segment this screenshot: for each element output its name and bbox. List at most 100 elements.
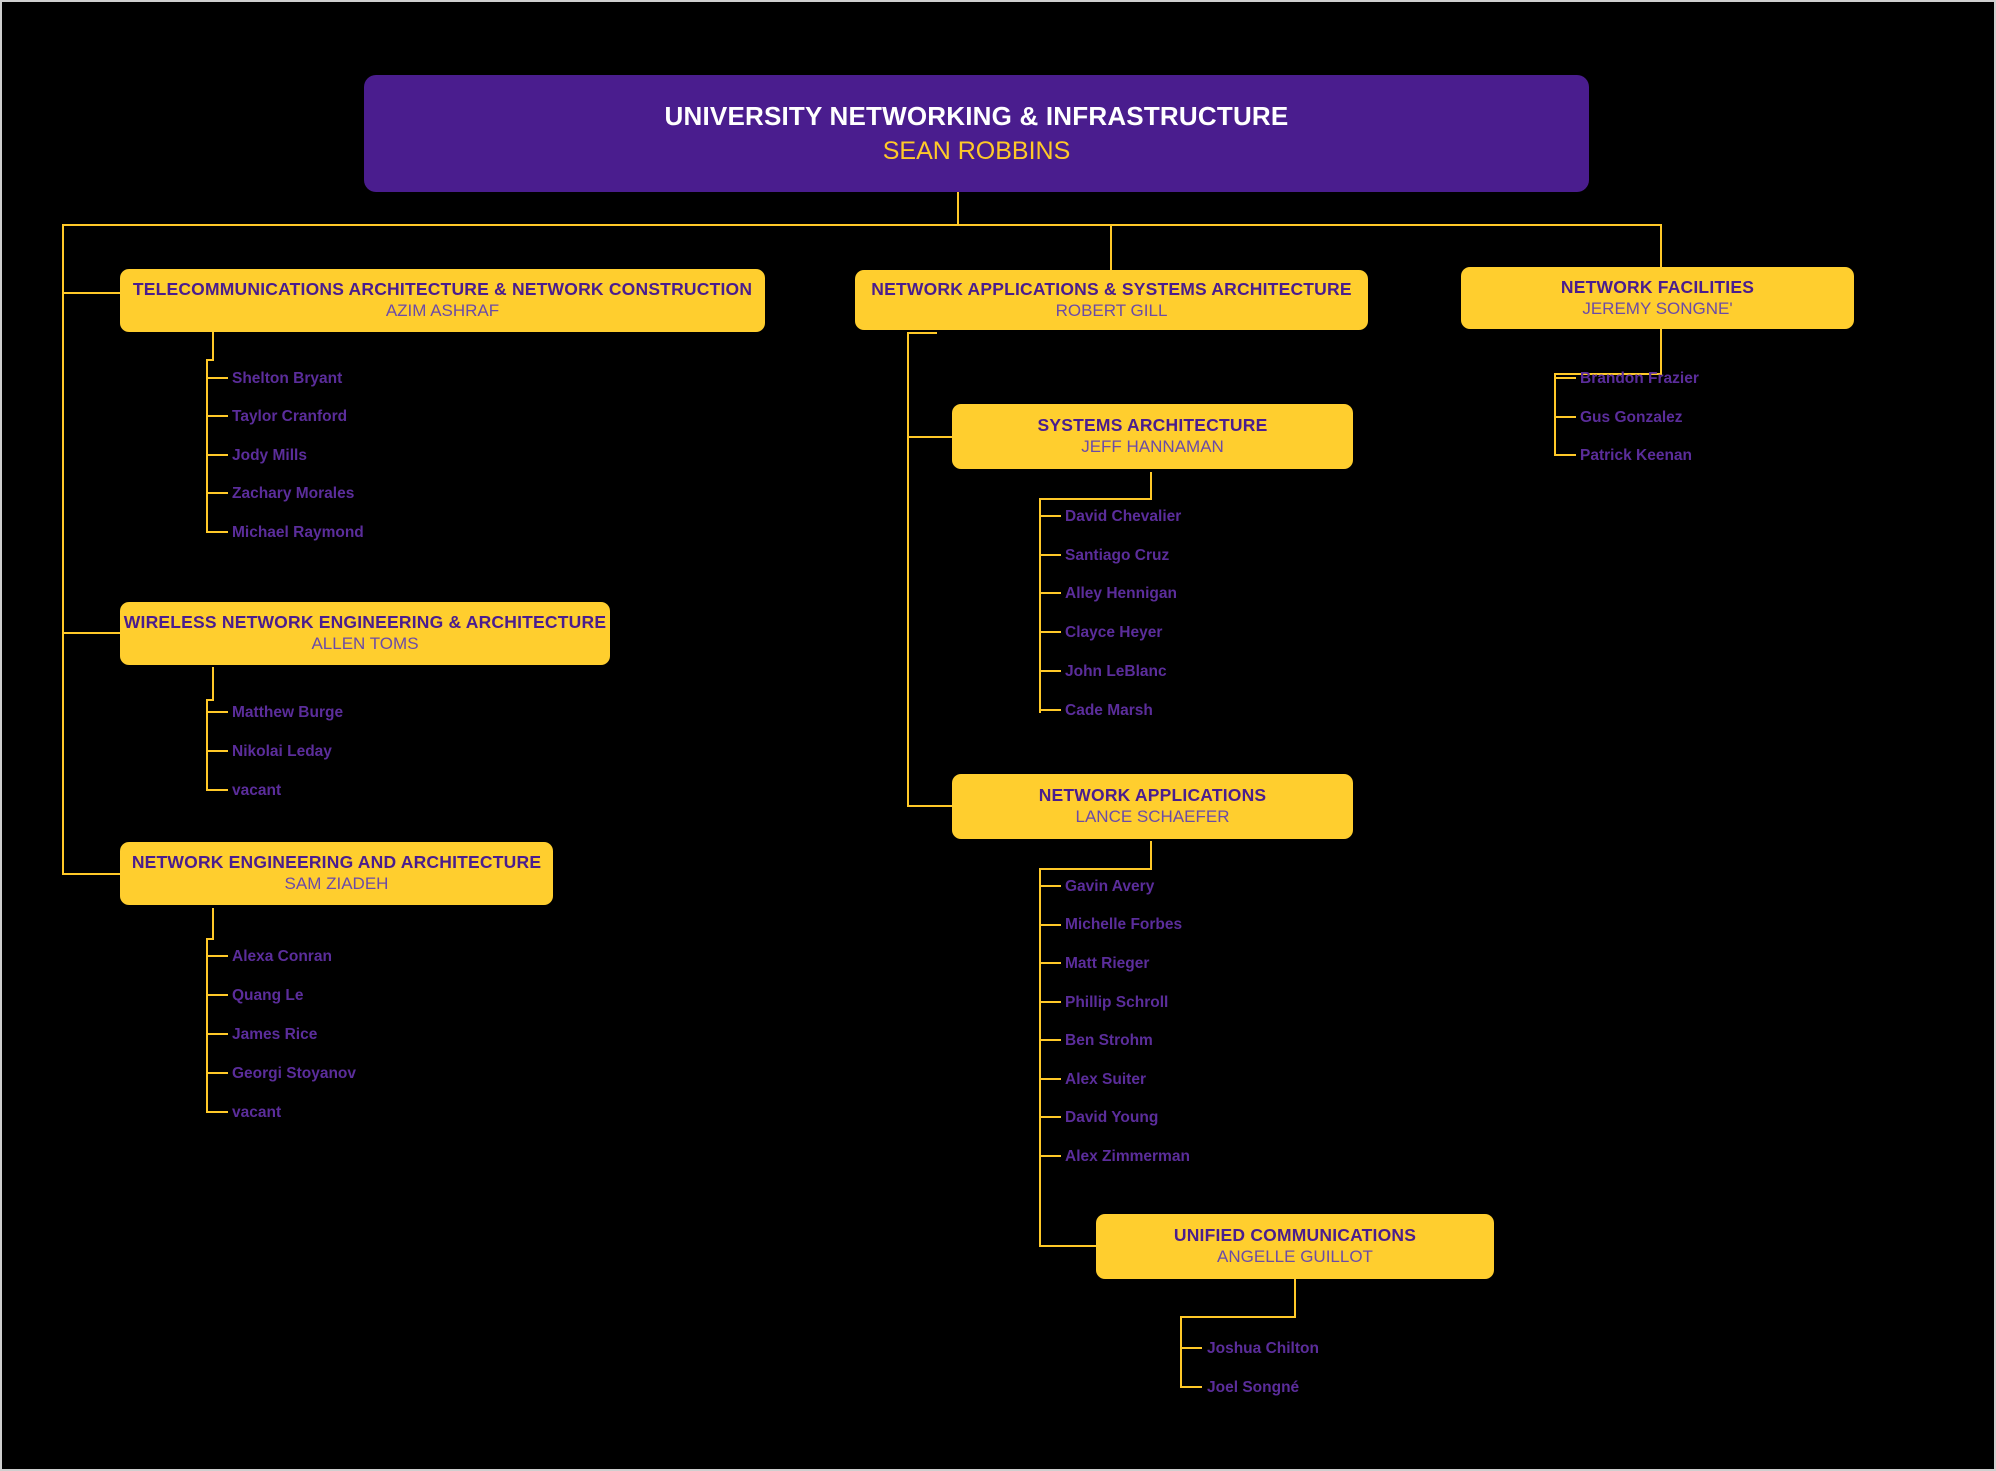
box-network-engineering-architecture[interactable]: NETWORK ENGINEERING AND ARCHITECTURE SAM… bbox=[120, 842, 553, 905]
staff-item[interactable]: David Young bbox=[1065, 1109, 1159, 1126]
box-network-facilities[interactable]: NETWORK FACILITIES JEREMY SONGNE' bbox=[1461, 267, 1854, 329]
staff-item[interactable]: vacant bbox=[232, 1104, 282, 1121]
connector-sysarch-elbow bbox=[1039, 498, 1152, 500]
box-root-university-networking[interactable]: UNIVERSITY NETWORKING & INFRASTRUCTURE S… bbox=[364, 75, 1589, 192]
staff-item[interactable]: Matthew Burge bbox=[232, 704, 344, 721]
staff-item[interactable]: Patrick Keenan bbox=[1580, 447, 1692, 464]
staff-item[interactable]: Joshua Chilton bbox=[1207, 1340, 1319, 1357]
connector-telecom-tick-5 bbox=[206, 531, 228, 533]
box-wireless-network-engineering[interactable]: WIRELESS NETWORK ENGINEERING & ARCHITECT… bbox=[120, 602, 610, 665]
connector-sysarch-tick-3 bbox=[1039, 592, 1061, 594]
connector-netapps-spine bbox=[1039, 868, 1041, 1247]
staff-item[interactable]: Clayce Heyer bbox=[1065, 624, 1163, 641]
connector-mid-stem bbox=[1110, 224, 1112, 270]
telecom-person-label: AZIM ASHRAF bbox=[385, 301, 500, 321]
staff-item[interactable]: Brandon Frazier bbox=[1580, 370, 1699, 387]
connector-netengarch-elbow bbox=[206, 938, 214, 940]
staff-item[interactable]: Cade Marsh bbox=[1065, 702, 1153, 719]
connector-netapps-tick-3 bbox=[1039, 962, 1061, 964]
staff-item[interactable]: Shelton Bryant bbox=[232, 370, 343, 387]
staff-item[interactable]: Joel Songné bbox=[1207, 1379, 1300, 1396]
connector-telecom-spine bbox=[206, 359, 208, 533]
staff-item[interactable]: Alley Hennigan bbox=[1065, 585, 1177, 602]
telecom-unit-label: TELECOMMUNICATIONS ARCHITECTURE & NETWOR… bbox=[132, 279, 753, 300]
connector-wireless-tick-2 bbox=[206, 750, 228, 752]
connector-netfacilities-tick-3 bbox=[1554, 454, 1576, 456]
netfacilities-person-label: JEREMY SONGNE' bbox=[1582, 298, 1733, 318]
connector-netengarch-tick-1 bbox=[206, 955, 228, 957]
connector-netengarch-spine bbox=[206, 938, 208, 1113]
staff-item[interactable]: Alex Zimmerman bbox=[1065, 1148, 1190, 1165]
connector-right-stem bbox=[1660, 224, 1662, 270]
staff-item[interactable]: Quang Le bbox=[232, 987, 304, 1004]
connector-netapps-tick-1 bbox=[1039, 885, 1061, 887]
connector-wireless-tick-3 bbox=[206, 789, 228, 791]
staff-item[interactable]: Georgi Stoyanov bbox=[232, 1065, 357, 1082]
staff-item[interactable]: Phillip Schroll bbox=[1065, 994, 1169, 1011]
connector-sysarch-tick-1 bbox=[1039, 515, 1061, 517]
connector-sysarch-spine bbox=[1039, 498, 1041, 713]
staff-item[interactable]: Matt Rieger bbox=[1065, 955, 1150, 972]
connector-root-stem bbox=[957, 192, 959, 226]
connector-telecom-elbow bbox=[206, 359, 214, 361]
connector-wireless-drop bbox=[212, 667, 214, 701]
connector-netfacilities-tick-2 bbox=[1554, 416, 1576, 418]
connector-sysarch-drop bbox=[1150, 472, 1152, 500]
box-unified-communications[interactable]: UNIFIED COMMUNICATIONS ANGELLE GUILLOT bbox=[1096, 1214, 1494, 1279]
staff-item[interactable]: Santiago Cruz bbox=[1065, 547, 1170, 564]
staff-item[interactable]: Taylor Cranford bbox=[232, 408, 348, 425]
connector-sysarch-tick-5 bbox=[1039, 670, 1061, 672]
wireless-unit-label: WIRELESS NETWORK ENGINEERING & ARCHITECT… bbox=[123, 612, 607, 633]
connector-netengarch-drop bbox=[212, 908, 214, 940]
sysarch-person-label: JEFF HANNAMAN bbox=[1081, 437, 1224, 457]
connector-telecom-tick-2 bbox=[206, 415, 228, 417]
box-network-applications[interactable]: NETWORK APPLICATIONS LANCE SCHAEFER bbox=[952, 774, 1353, 839]
staff-item[interactable]: vacant bbox=[232, 782, 282, 799]
netengarch-person-label: SAM ZIADEH bbox=[284, 874, 389, 894]
staff-item[interactable]: James Rice bbox=[232, 1026, 318, 1043]
staff-item[interactable]: Nikolai Leday bbox=[232, 743, 332, 760]
box-telecommunications-architecture[interactable]: TELECOMMUNICATIONS ARCHITECTURE & NETWOR… bbox=[120, 269, 765, 332]
staff-item[interactable]: Alexa Conran bbox=[232, 948, 332, 965]
netapps-unit-label: NETWORK APPLICATIONS bbox=[1038, 785, 1267, 806]
connector-sysarch-tick-4 bbox=[1039, 631, 1061, 633]
netfacilities-unit-label: NETWORK FACILITIES bbox=[1560, 276, 1755, 297]
connector-netengarch-tick-2 bbox=[206, 994, 228, 996]
connector-netapps-stem bbox=[1150, 841, 1152, 870]
staff-item[interactable]: Gavin Avery bbox=[1065, 878, 1155, 895]
connector-netengarch-tick-4 bbox=[206, 1072, 228, 1074]
connector-to-unifiedcomm bbox=[1039, 1245, 1099, 1247]
connector-netapps-tick-4 bbox=[1039, 1001, 1061, 1003]
connector-telecom-tick-1 bbox=[206, 377, 228, 379]
staff-item[interactable]: Ben Strohm bbox=[1065, 1032, 1153, 1049]
staff-item[interactable]: Jody Mills bbox=[232, 447, 307, 464]
staff-item[interactable]: David Chevalier bbox=[1065, 508, 1182, 525]
connector-netapps-tick-7 bbox=[1039, 1116, 1061, 1118]
connector-unifiedcomm-elbow bbox=[1180, 1316, 1296, 1318]
connector-unifiedcomm-spine bbox=[1180, 1316, 1182, 1388]
connector-unifiedcomm-tick-2 bbox=[1180, 1386, 1202, 1388]
staff-item[interactable]: Gus Gonzalez bbox=[1580, 409, 1683, 426]
connector-telecom-tick-3 bbox=[206, 454, 228, 456]
staff-item[interactable]: Zachary Morales bbox=[232, 485, 355, 502]
staff-item[interactable]: Michelle Forbes bbox=[1065, 916, 1183, 933]
connector-wireless-elbow bbox=[206, 699, 214, 701]
connector-main-trunk bbox=[62, 224, 1662, 226]
connector-sysarch-tick-2 bbox=[1039, 554, 1061, 556]
staff-item[interactable]: Alex Suiter bbox=[1065, 1071, 1146, 1088]
wireless-person-label: ALLEN TOMS bbox=[311, 634, 419, 654]
connector-left-spine bbox=[62, 224, 64, 874]
connector-netengarch-tick-3 bbox=[206, 1033, 228, 1035]
connector-netappsys-top bbox=[907, 332, 937, 334]
box-systems-architecture[interactable]: SYSTEMS ARCHITECTURE JEFF HANNAMAN bbox=[952, 404, 1353, 469]
staff-item[interactable]: John LeBlanc bbox=[1065, 663, 1167, 680]
staff-item[interactable]: Michael Raymond bbox=[232, 524, 364, 541]
connector-netfacilities-elbow bbox=[1554, 373, 1662, 375]
box-network-applications-systems-architecture[interactable]: NETWORK APPLICATIONS & SYSTEMS ARCHITECT… bbox=[855, 270, 1368, 330]
netappsys-person-label: ROBERT GILL bbox=[1055, 300, 1168, 320]
connector-unifiedcomm-tick-1 bbox=[1180, 1347, 1202, 1349]
connector-netapps-tick-2 bbox=[1039, 924, 1061, 926]
connector-left-to-wireless bbox=[62, 632, 120, 634]
connector-netapps-tick-8 bbox=[1039, 1155, 1061, 1157]
